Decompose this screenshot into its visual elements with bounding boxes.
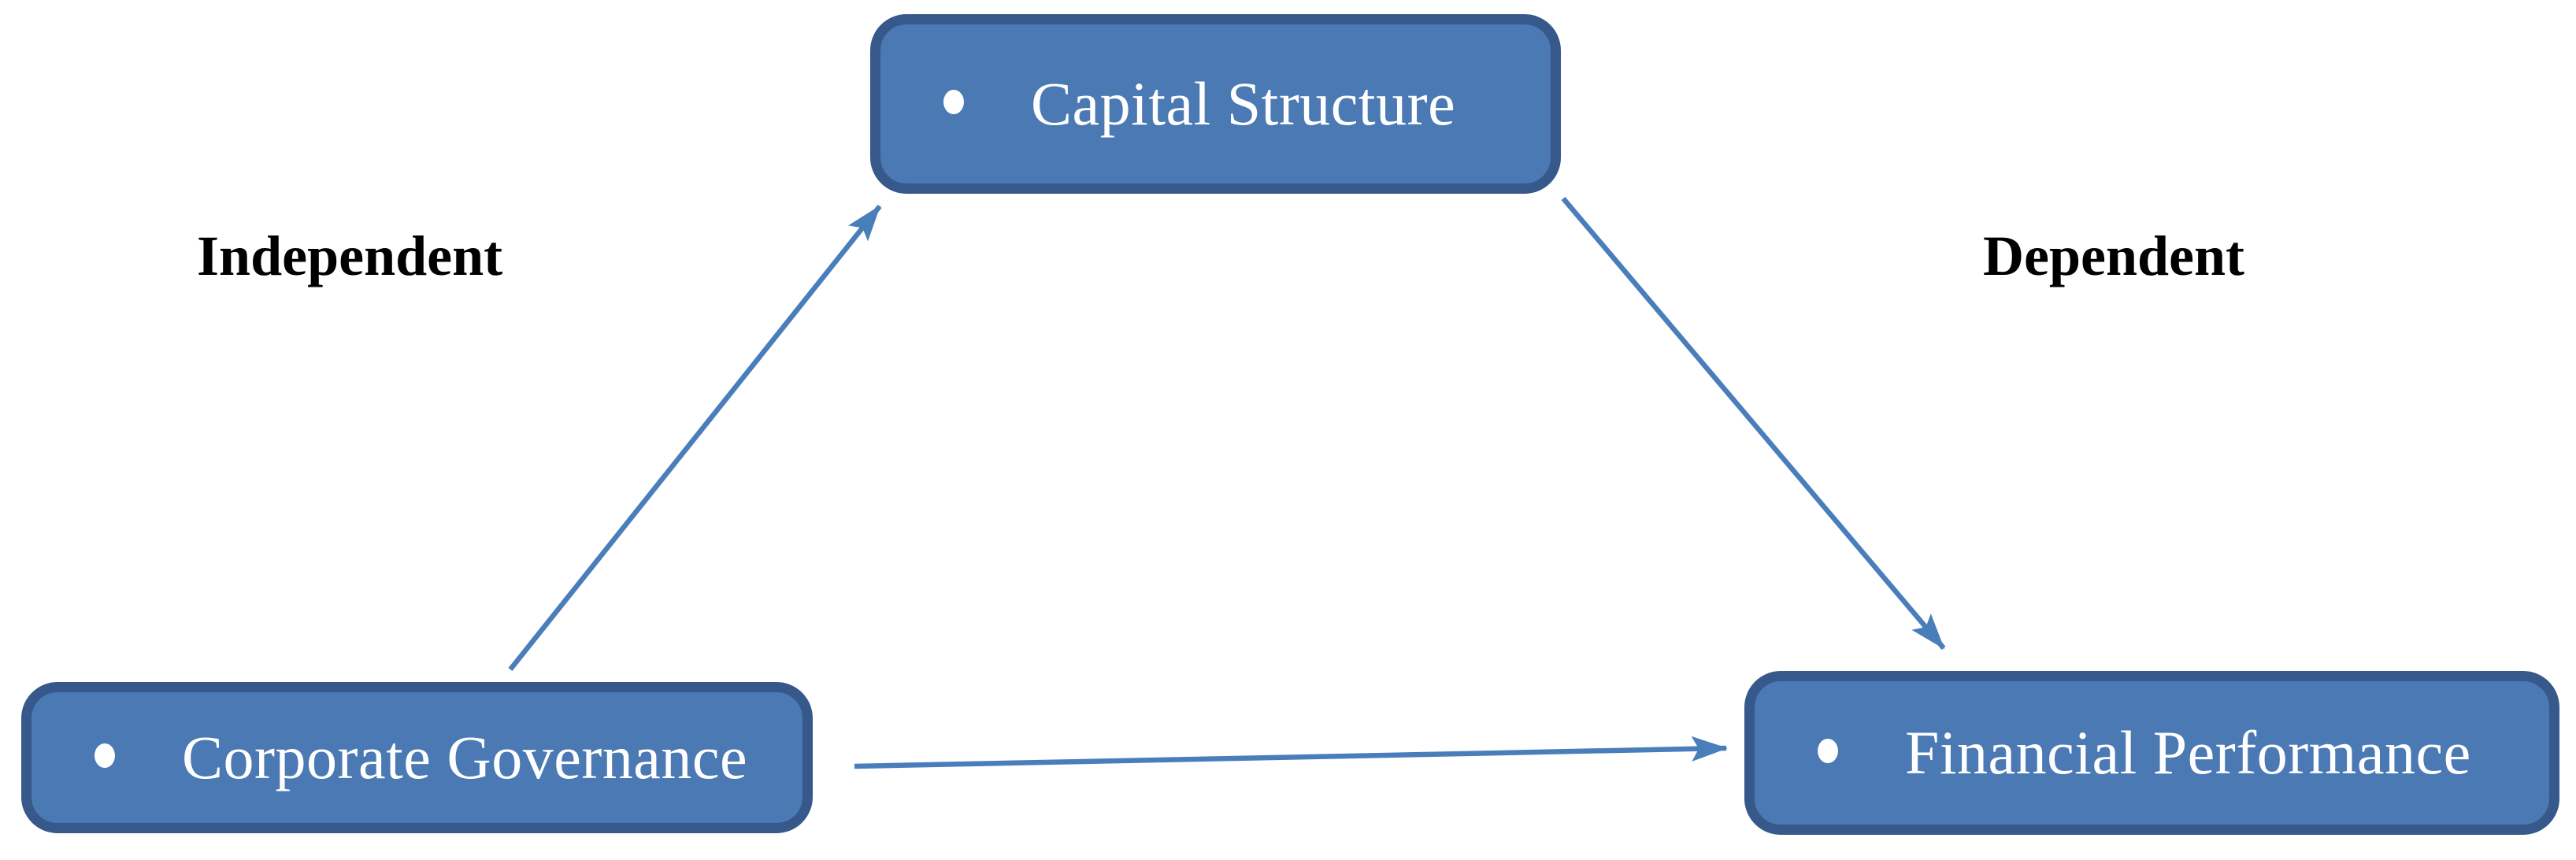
node-capital-structure: Capital Structure [870,14,1561,194]
node-corporate-governance-label: Corporate Governance [182,723,748,791]
dependent-variable-label: Dependent [1983,224,2245,287]
bullet-icon [1818,738,1838,763]
node-financial-performance: Financial Performance [1744,671,2559,835]
node-financial-performance-label: Financial Performance [1905,718,2471,787]
arrow-capital-to-financial [1561,196,1946,651]
independent-variable-label: Independent [197,224,503,287]
bullet-icon [95,743,115,768]
arrow-governance-to-capital [508,204,882,672]
arrow-governance-to-financial [854,736,1728,769]
bullet-icon [943,89,964,114]
node-capital-structure-label: Capital Structure [1031,69,1456,138]
node-corporate-governance: Corporate Governance [21,682,813,833]
